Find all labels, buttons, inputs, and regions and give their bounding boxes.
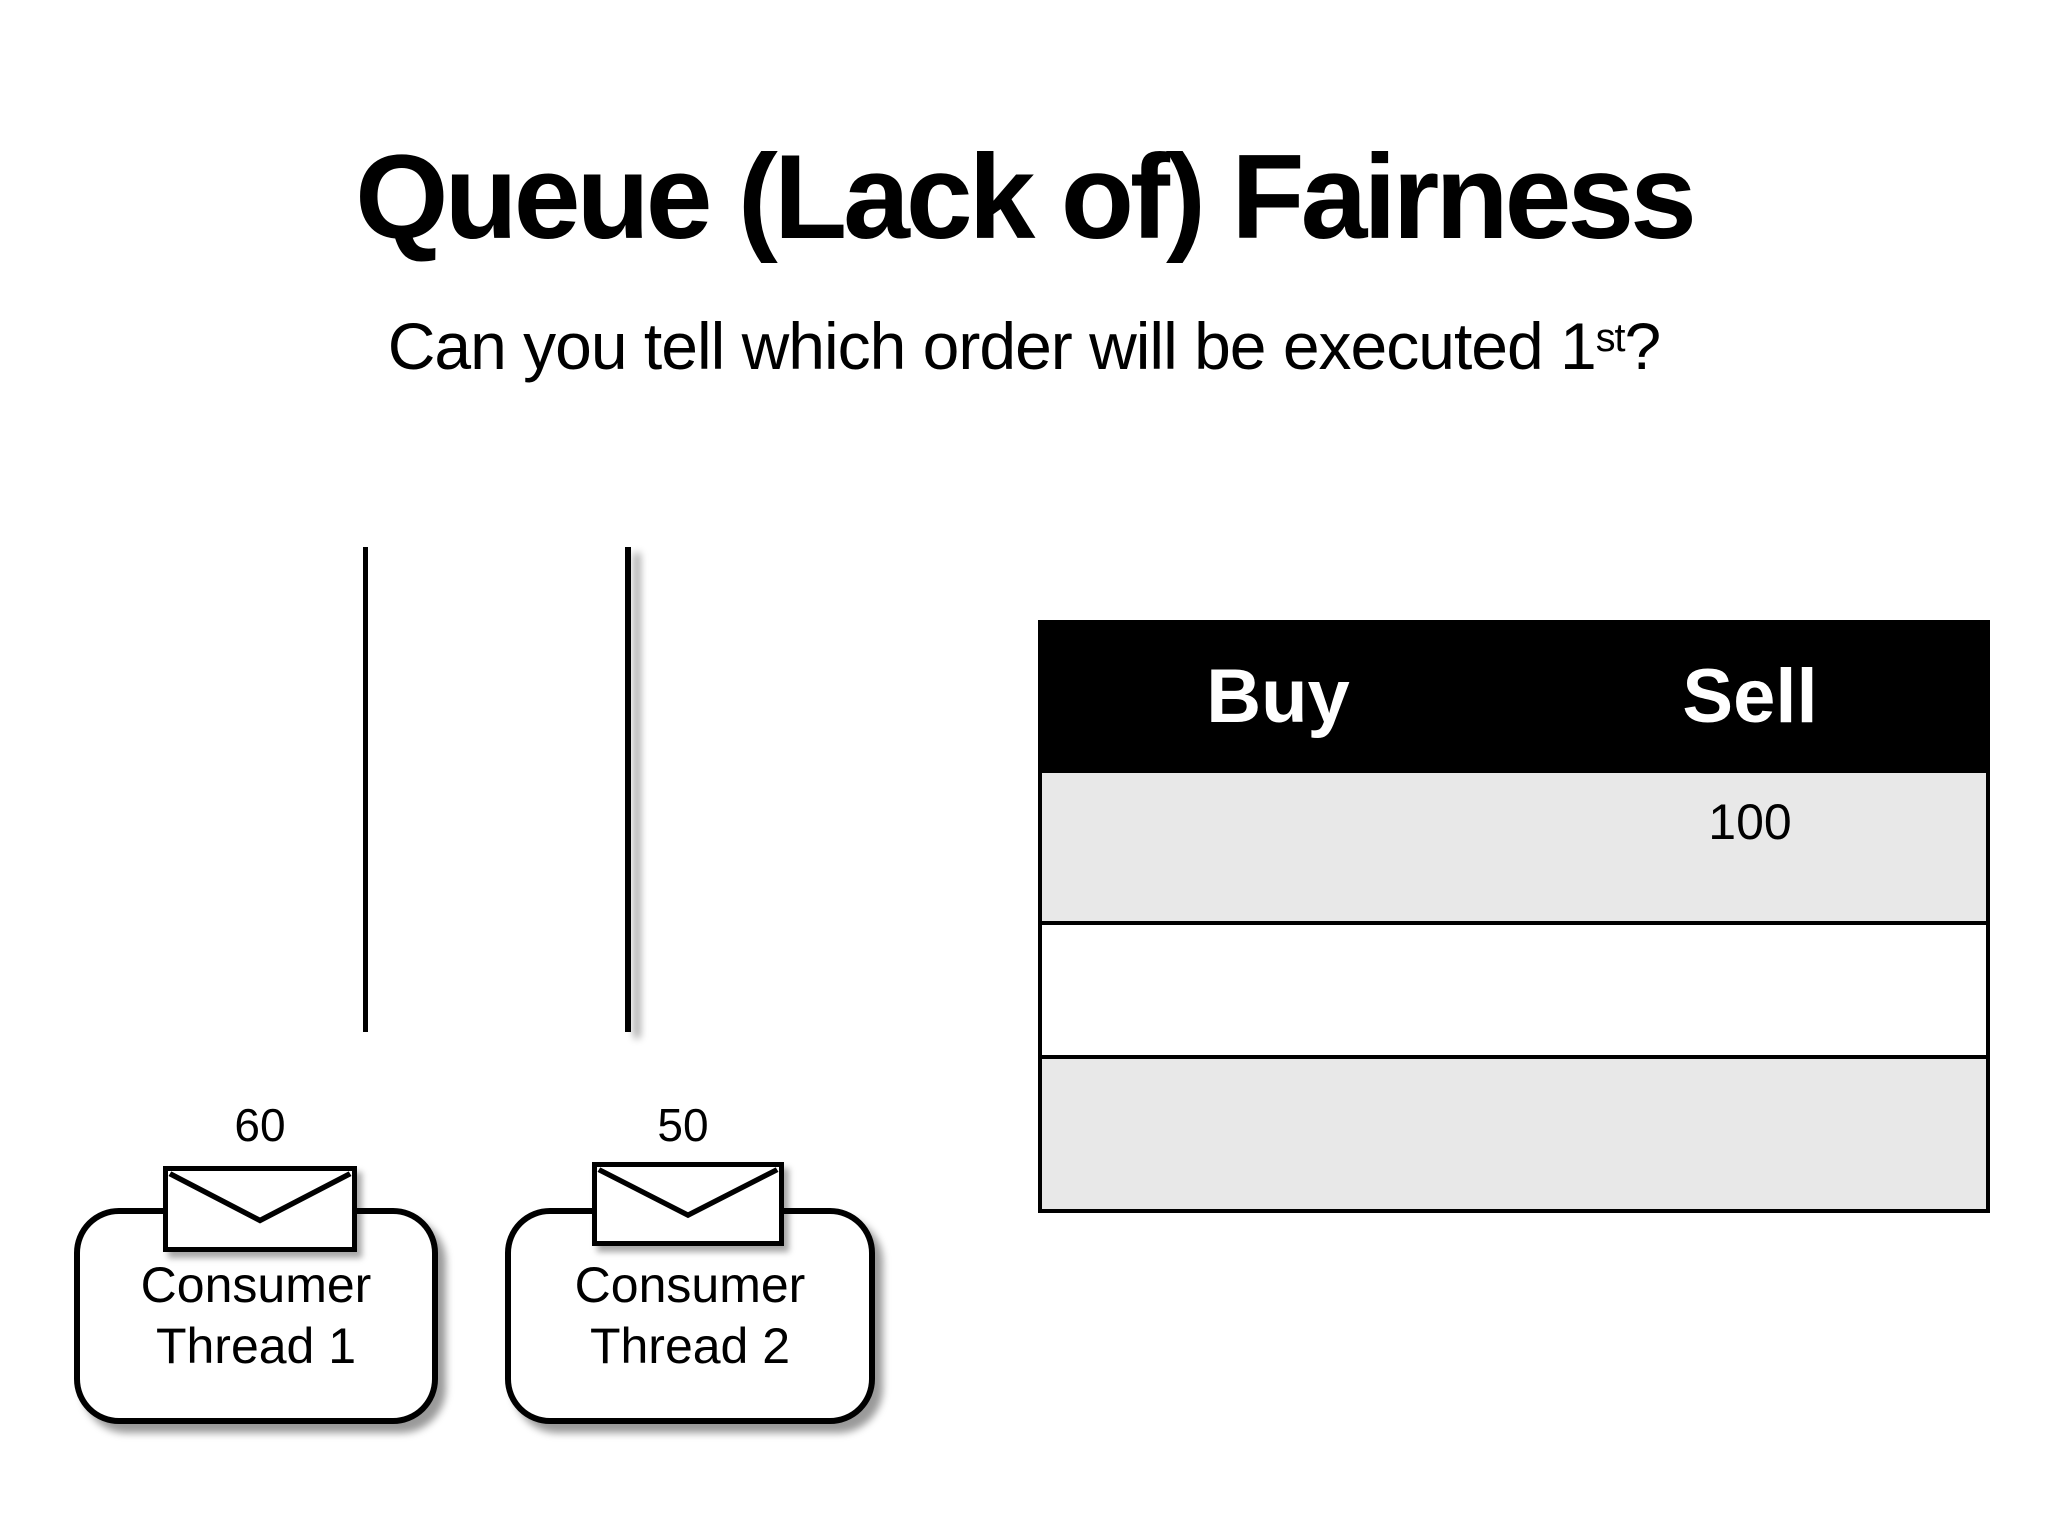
- table-header-row: Buy Sell: [1042, 620, 1986, 773]
- table-row: 100: [1042, 773, 1986, 925]
- ordinal-superscript: st: [1595, 316, 1626, 361]
- buy-cell-row3: [1042, 1059, 1514, 1209]
- consumer-thread-name-line: Thread 2: [589, 1318, 791, 1374]
- queue-wall-right: [625, 547, 631, 1032]
- column-header-buy: Buy: [1206, 654, 1350, 739]
- subtitle-text: Can you tell which order will be execute…: [387, 309, 1597, 383]
- queue-wall-left: [363, 547, 368, 1032]
- consumer-thread-name-line: Thread 1: [155, 1318, 357, 1374]
- envelope-icon: [163, 1166, 357, 1252]
- slide-subtitle: Can you tell which order will be execute…: [0, 308, 2048, 384]
- subtitle-question-mark: ?: [1624, 309, 1662, 383]
- queue-value-label-1: 60: [234, 1099, 286, 1151]
- sell-cell-row1: 100: [1708, 794, 1792, 850]
- slide-title: Queue (Lack of) Fairness: [355, 130, 1697, 264]
- buy-cell-row1: [1042, 773, 1514, 921]
- table-row: [1042, 1059, 1986, 1209]
- envelope-icon: [592, 1162, 784, 1246]
- consumer-thread-name-line: Consumer: [574, 1257, 806, 1313]
- table-row: [1042, 925, 1986, 1059]
- order-book-table: Buy Sell 100: [1038, 620, 1990, 1213]
- consumer-thread-name-line: Consumer: [140, 1257, 372, 1313]
- queue-value-label-2: 50: [657, 1099, 709, 1151]
- sell-cell-row3: [1514, 1059, 1986, 1209]
- buy-cell-row2: [1042, 925, 1514, 1055]
- sell-cell-row2: [1514, 925, 1986, 1055]
- column-header-sell: Sell: [1682, 654, 1818, 739]
